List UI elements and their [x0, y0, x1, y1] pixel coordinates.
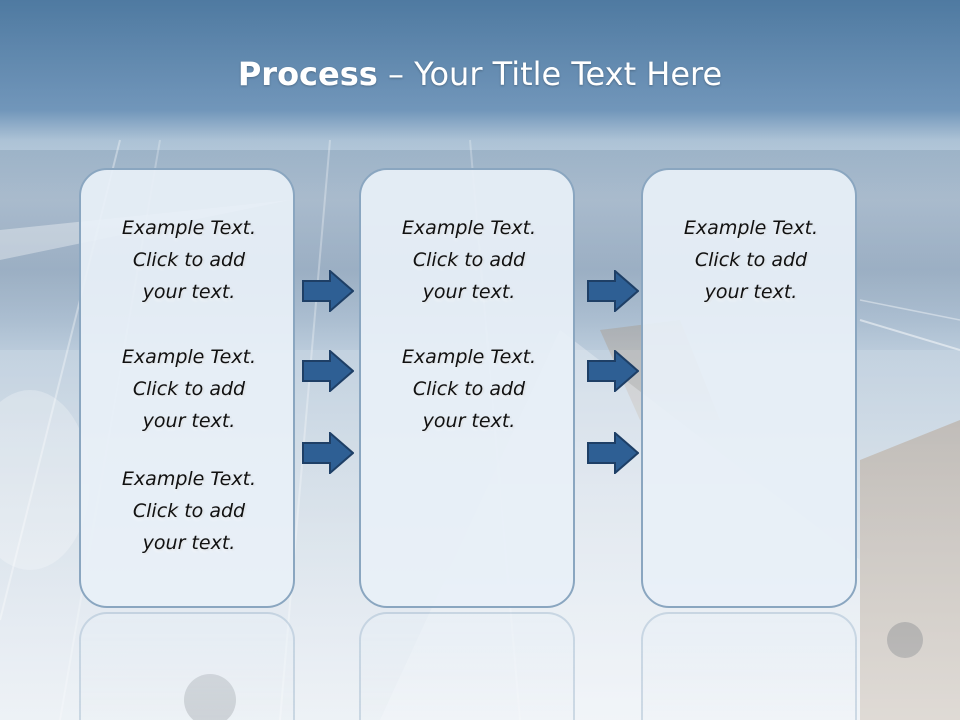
- text-line: Click to add: [412, 249, 526, 271]
- arrow-right-icon[interactable]: [302, 432, 354, 474]
- text-line: Example Text.: [121, 346, 257, 368]
- process-box-1[interactable]: Example Text. Click to add your text. Ex…: [79, 168, 295, 608]
- text-line: your text.: [142, 410, 236, 432]
- arrow-right-icon[interactable]: [302, 270, 354, 312]
- text-line: Example Text.: [401, 346, 537, 368]
- text-placeholder[interactable]: Example Text. Click to add your text.: [81, 463, 297, 559]
- title-bold-part: Process: [237, 55, 378, 93]
- arrow-right-icon[interactable]: [302, 350, 354, 392]
- text-line: your text.: [142, 281, 236, 303]
- text-line: Example Text.: [121, 217, 257, 239]
- text-line: your text.: [422, 410, 516, 432]
- text-placeholder[interactable]: Example Text. Click to add your text.: [81, 341, 297, 437]
- text-line: Click to add: [132, 378, 246, 400]
- text-placeholder[interactable]: Example Text. Click to add your text.: [361, 341, 577, 437]
- text-line: Click to add: [132, 500, 246, 522]
- box-reflection: [641, 612, 857, 720]
- text-placeholder[interactable]: Example Text. Click to add your text.: [361, 212, 577, 308]
- slide-title[interactable]: Process – Your Title Text Here: [0, 52, 960, 96]
- text-line: your text.: [704, 281, 798, 303]
- text-placeholder[interactable]: Example Text. Click to add your text.: [81, 212, 297, 308]
- box-reflection: [79, 612, 295, 720]
- title-rest: – Your Title Text Here: [377, 55, 723, 93]
- text-line: Example Text.: [683, 217, 819, 239]
- text-placeholder[interactable]: Example Text. Click to add your text.: [643, 212, 859, 308]
- arrow-right-icon[interactable]: [587, 432, 639, 474]
- process-box-3[interactable]: Example Text. Click to add your text.: [641, 168, 857, 608]
- arrow-right-icon[interactable]: [587, 350, 639, 392]
- text-line: Example Text.: [401, 217, 537, 239]
- text-line: your text.: [142, 532, 236, 554]
- text-line: Click to add: [412, 378, 526, 400]
- text-line: Click to add: [694, 249, 808, 271]
- text-line: Click to add: [132, 249, 246, 271]
- arrow-right-icon[interactable]: [587, 270, 639, 312]
- box-reflection: [359, 612, 575, 720]
- text-line: your text.: [422, 281, 516, 303]
- process-box-2[interactable]: Example Text. Click to add your text. Ex…: [359, 168, 575, 608]
- text-line: Example Text.: [121, 468, 257, 490]
